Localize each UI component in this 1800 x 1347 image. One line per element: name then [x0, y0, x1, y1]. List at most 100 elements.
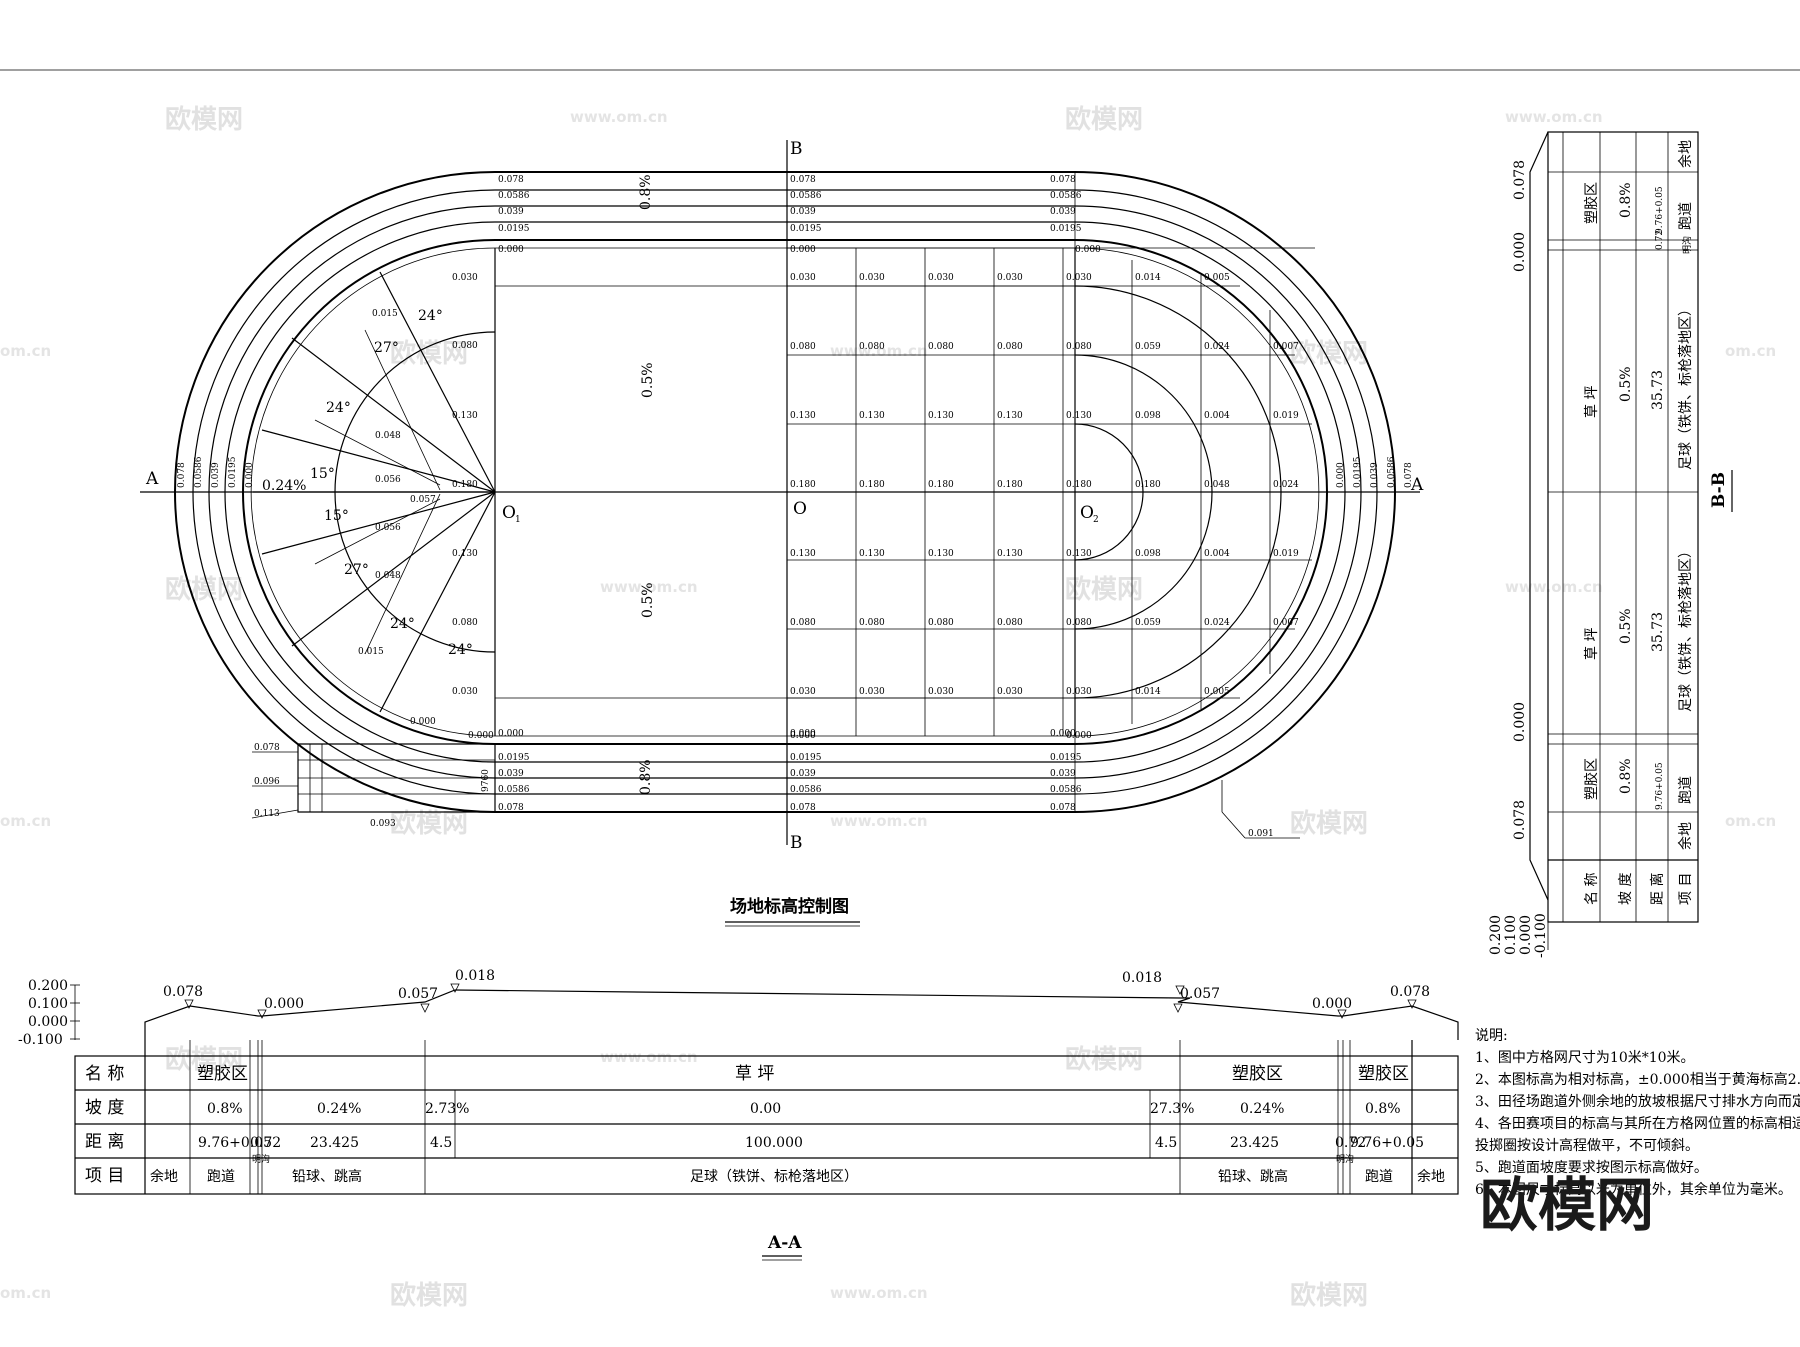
cell-item: 明沟: [252, 1153, 270, 1165]
elev-label: 0.078: [163, 984, 203, 1000]
apron-box: [297, 743, 496, 813]
aa-elevations: 0.078 0.000 0.057 0.018 0.018 0.057 0.00…: [163, 968, 1430, 1019]
elev-marker: [450, 983, 460, 993]
bb-cell: 0.8%: [1618, 182, 1634, 218]
grid-value: 0.005: [1204, 687, 1230, 697]
section-bb: 0.078 0.000 0.000 0.078 余地 塑胶区 0.8% 9.76…: [1488, 131, 1733, 958]
angle-label: 15°: [310, 466, 335, 482]
elev-label: 0.057: [1180, 986, 1220, 1002]
center-o2: O: [1080, 503, 1094, 523]
bb-cell: 0.8%: [1618, 758, 1634, 794]
lane-value: 0.000: [498, 245, 524, 255]
lane-value: 0.0586: [194, 456, 204, 488]
lane-value: 0.0195: [498, 753, 530, 763]
elev-value: 0.000: [410, 717, 436, 727]
bb-table-border: [1547, 131, 1699, 923]
watermark-site: www.om.cn: [600, 578, 698, 596]
cell-slope: 0.24%: [317, 1101, 361, 1117]
cell-slope: 0.00: [750, 1101, 781, 1117]
lane-value: 0.000: [790, 729, 816, 739]
grid-value: 0.030: [790, 273, 816, 283]
bb-header: 名 称: [1584, 873, 1600, 905]
grid-value: 0.180: [1135, 480, 1161, 490]
elev-value: 0.015: [358, 647, 384, 657]
bb-scale-label: 0.100: [1503, 915, 1519, 955]
angle-label: 24°: [418, 308, 443, 324]
grid-value: 0.019: [1273, 549, 1299, 559]
elev-marker: [1173, 1003, 1183, 1013]
cell-slope: 0.8%: [207, 1101, 243, 1117]
radial-line: [379, 491, 496, 713]
elev-label: 0.018: [1122, 970, 1162, 986]
cell-slope: 0.8%: [1365, 1101, 1401, 1117]
lane-value: 0.0195: [228, 456, 238, 488]
elev-value: 0.048: [375, 571, 401, 581]
lane-labels-west: 0.078 0.0586 0.039 0.0195 0.000 0.000 0.…: [177, 456, 1414, 488]
bb-elev: 0.078: [1512, 800, 1528, 840]
radial-line: [291, 491, 496, 647]
elev-value: 0.056: [375, 475, 401, 485]
watermark-brand: 欧模网: [165, 104, 243, 135]
grid-value: 0.007: [1273, 342, 1299, 352]
cell-item: 余地: [1417, 1168, 1445, 1185]
elev-label: 0.078: [1390, 984, 1430, 1000]
bb-cell: 35.73: [1650, 370, 1666, 410]
grid-value: 0.030: [790, 687, 816, 697]
row-header: 项 目: [85, 1166, 124, 1186]
grid-value: 0.014: [1135, 273, 1161, 283]
semicircle-slope: 0.24%: [262, 478, 306, 494]
apron-value: 0.113: [254, 809, 280, 819]
grid-value: 0.180: [928, 480, 954, 490]
bb-elev: 0.078: [1512, 160, 1528, 200]
lane-value: 0.0586: [1387, 456, 1397, 488]
watermark-brand: 欧模网: [1290, 1280, 1368, 1311]
lane-value: 0.0586: [790, 785, 822, 795]
cell-distance: 4.5: [1155, 1135, 1177, 1151]
lane-value: 0.078: [177, 462, 187, 488]
note-item: 6、本图尺寸标高以米为单位外，其余单位为毫米。: [1475, 1181, 1792, 1198]
grid-value: 0.098: [1135, 411, 1161, 421]
lane-value: 0.0195: [790, 753, 822, 763]
watermark-site: om.cn: [0, 1284, 51, 1302]
grid-value: 0.080: [928, 342, 954, 352]
bb-cell: 9.76+0.05: [1655, 186, 1665, 234]
elev-value: 0.048: [375, 431, 401, 441]
apron-value: 0.091: [1248, 829, 1274, 839]
watermark-site: www.om.cn: [830, 342, 928, 360]
grid-value: 0.130: [997, 411, 1023, 421]
elev-marker: [184, 999, 194, 1009]
table-border: [74, 1055, 1459, 1195]
note-item: 投掷圈按设计高程做平，不可倾斜。: [1475, 1137, 1699, 1154]
bb-cell: 明沟: [1681, 236, 1693, 254]
bb-cell: 余地: [1677, 140, 1694, 168]
lane-value: 0.039: [790, 769, 816, 779]
aa-title: A-A: [767, 1233, 802, 1253]
grid-value: 0.080: [790, 618, 816, 628]
throwing-arc: [1074, 285, 1282, 699]
cell-item: 跑道: [1365, 1169, 1393, 1185]
track-slope-top: 0.8%: [638, 174, 654, 210]
grid-value: 0.000: [790, 731, 816, 741]
lane-value: 0.078: [1050, 175, 1076, 185]
grid-value: 0.004: [1204, 411, 1230, 421]
west-radials: [253, 271, 496, 713]
grid-value: 0.130: [859, 411, 885, 421]
grid-value: 0.048: [1204, 480, 1230, 490]
grid-value: 0.130: [997, 549, 1023, 559]
grid-value: 0.024: [1273, 480, 1299, 490]
apron-value: 0.078: [254, 743, 280, 753]
grid-value: 0.004: [1204, 549, 1230, 559]
radial-line: [314, 419, 441, 486]
apron-labels: 0.078 0.096 0.113 0.093 9760 0.091: [251, 743, 1300, 839]
grid-value: 0.080: [859, 618, 885, 628]
cell-distance: 4.5: [430, 1135, 452, 1151]
cell-name: 塑胶区: [197, 1064, 248, 1084]
watermark-brand: 欧模网: [390, 808, 468, 839]
cell-distance: 23.425: [310, 1135, 359, 1151]
elev-label: 0.018: [455, 968, 495, 984]
radial-line: [261, 491, 496, 555]
watermark-brand: 欧模网: [1065, 104, 1143, 135]
apron-value: 0.093: [370, 819, 396, 829]
angle-label: 24°: [326, 400, 351, 416]
note-item: 3、田径场跑道外侧余地的放坡根据尺寸排水方向而定。: [1475, 1093, 1800, 1110]
